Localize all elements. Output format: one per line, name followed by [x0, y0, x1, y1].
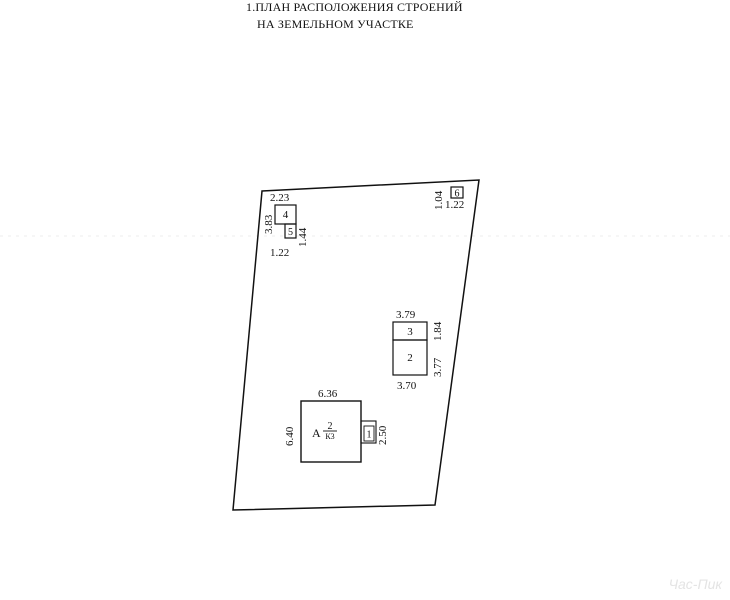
title-line-1: 1.ПЛАН РАСПОЛОЖЕНИЯ СТРОЕНИЙ: [246, 0, 463, 14]
watermark: Час-Пик: [668, 576, 722, 592]
building-2-bottom-width: 3.70: [397, 380, 417, 392]
main-house-height: 6.40: [284, 426, 296, 446]
building-5-height: 1.44: [297, 227, 309, 247]
main-house-letter: А: [312, 426, 321, 440]
building-2-height: 3.77: [432, 357, 444, 377]
building-6-label: 6: [455, 189, 460, 200]
building-5-width: 1.22: [270, 247, 289, 259]
building-6-width: 1.22: [445, 199, 464, 211]
building-6-height: 1.04: [433, 190, 445, 210]
main-house-floors: 2: [328, 421, 333, 432]
building-3-height: 1.84: [432, 321, 444, 341]
building-4-height: 3.83: [263, 214, 275, 234]
porch-outer: [360, 420, 377, 444]
main-house-material: К3: [325, 432, 334, 441]
building-4-width: 2.23: [270, 192, 290, 204]
plot-boundary: [232, 179, 480, 511]
title-line-2: НА ЗЕМЕЛЬНОМ УЧАСТКЕ: [257, 17, 414, 31]
building-2: [392, 339, 428, 376]
porch-height: 2.50: [377, 425, 389, 445]
porch-inner: [363, 425, 375, 442]
building-3-label: 3: [407, 326, 413, 338]
building-6: [450, 186, 464, 199]
building-5-label: 5: [288, 227, 293, 238]
porch-label: 1: [367, 430, 372, 441]
building-4-label: 4: [283, 209, 289, 221]
building-2-label: 2: [407, 352, 413, 364]
building-3-width: 3.79: [396, 309, 416, 321]
building-5: [284, 223, 297, 239]
main-house-width: 6.36: [318, 388, 338, 400]
